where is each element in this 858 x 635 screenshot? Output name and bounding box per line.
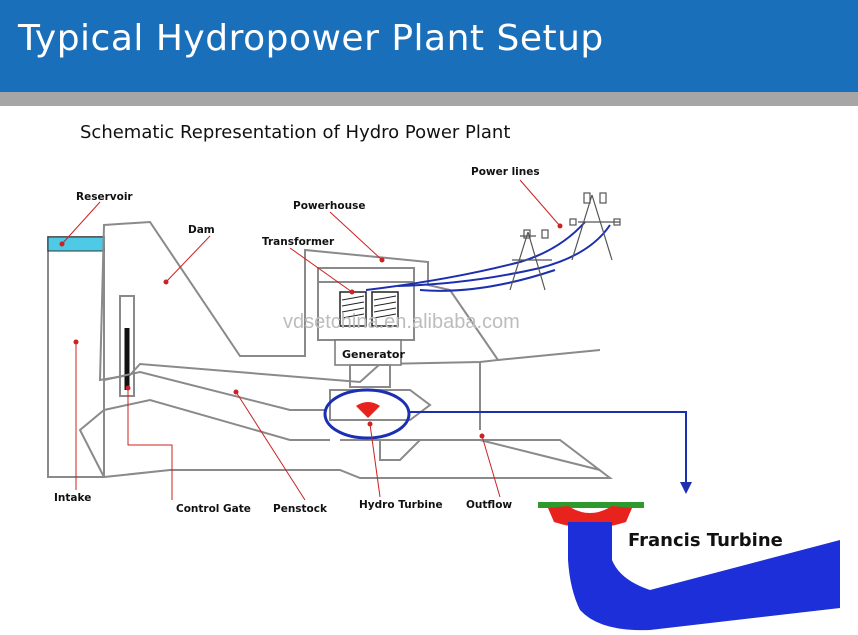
label-powerhouse: Powerhouse [293,200,365,212]
label-transformer: Transformer [262,236,335,248]
detail-arrow-head-icon [680,482,692,494]
power-line-towers [509,192,621,291]
foundation-outline [78,409,613,479]
watermark-text: vdsetchina.en.alibaba.com [283,311,520,333]
label-outflow: Outflow [466,499,512,511]
label-reservoir: Reservoir [76,191,133,203]
label-dam: Dam [188,224,215,236]
francis-turbine-illustration [538,502,840,631]
reservoir-water [47,236,105,252]
outflow-channel [380,439,601,471]
page-title: Typical Hydropower Plant Setup [18,18,604,59]
label-pointer-dots [59,223,563,439]
label-francis-turbine: Francis Turbine [628,530,783,551]
turbine-highlight-circle [323,388,411,440]
tailrace-wall [479,349,601,430]
label-pointers [61,179,561,501]
power-line-cables [365,221,611,292]
label-intake: Intake [54,492,91,504]
label-generator: Generator [342,348,405,361]
header-banner [0,0,858,92]
diagram-subtitle: Schematic Representation of Hydro Power … [80,122,511,143]
penstock-pipe [103,370,330,441]
label-hydro-turbine: Hydro Turbine [359,499,443,511]
hydro-turbine-runner-icon [356,402,380,418]
generator-shaft [349,364,391,388]
label-penstock: Penstock [273,503,328,515]
header-divider [0,92,858,106]
label-control-gate: Control Gate [176,503,251,515]
label-power-lines: Power lines [471,166,540,178]
detail-arrow-line [409,411,687,488]
gate-shaft [119,295,135,397]
